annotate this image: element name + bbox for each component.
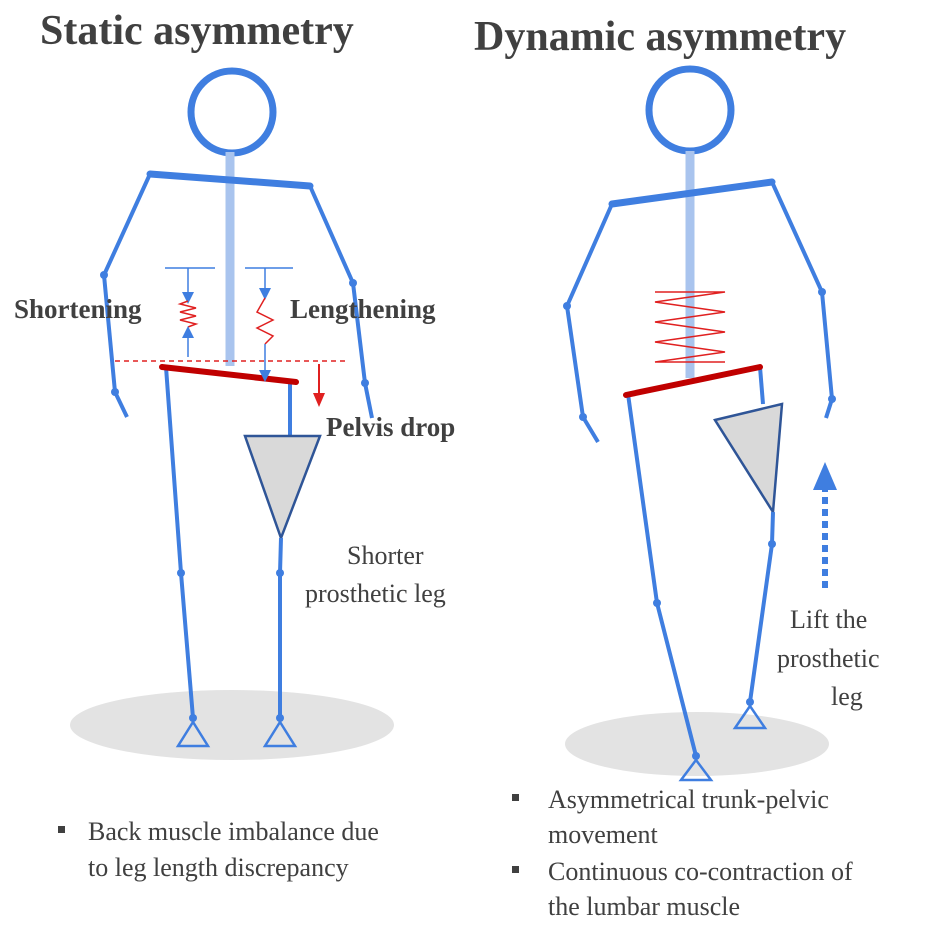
static-bullet-line2: to leg length discrepancy [88,853,349,882]
pelvis-drop-arrow [313,364,325,407]
dynamic-bullet2-line1: Continuous co-contraction of [548,857,853,886]
shorter-leg-label-line1: Shorter [347,541,424,570]
static-left-knee [177,569,185,577]
dynamic-bullet1-line1: Asymmetrical trunk-pelvic [548,785,829,814]
dynamic-right-arm [772,182,832,418]
dynamic-title: Dynamic asymmetry [474,14,846,60]
static-title: Static asymmetry [40,8,354,54]
static-bullet-line1: Back muscle imbalance due [88,817,379,846]
dynamic-left-knee [653,599,661,607]
lengthening-label: Lengthening [290,294,436,324]
static-right-elbow [349,279,357,287]
dynamic-right-thigh [760,367,763,404]
dynamic-right-elbow [818,288,826,296]
dynamic-bullet-marker-2 [512,866,519,873]
static-figure [100,71,372,746]
dynamic-figure [563,69,836,780]
static-left-elbow [100,271,108,279]
dynamic-left-wrist [579,413,587,421]
shortening-spring [180,301,196,327]
lift-label-line3: leg [831,682,863,711]
shorter-leg-label-line2: prosthetic leg [305,579,446,608]
static-right-shank [280,538,281,718]
static-right-wrist [361,379,369,387]
dynamic-right-knee [768,540,776,548]
static-left-leg [166,367,193,718]
static-bullet-marker [58,826,65,833]
dynamic-bullet1-line2: movement [548,820,659,849]
static-head [191,71,273,153]
dynamic-right-shank [750,512,773,702]
dynamic-right-wrist [828,395,836,403]
dynamic-left-leg [628,394,696,756]
static-right-knee [276,569,284,577]
static-left-wrist [111,388,119,396]
lengthening-indicator [245,268,293,376]
lengthening-spring [257,298,273,344]
static-prosthetic-socket [245,436,320,538]
dynamic-bullet2-line2: the lumbar muscle [548,892,740,921]
dynamic-bullet-marker-1 [512,794,519,801]
dynamic-prosthetic-socket [715,404,782,512]
shortening-indicator [165,268,215,357]
shortening-label: Shortening [14,294,142,324]
lift-label-line1: Lift the [790,605,867,634]
lift-label-line2: prosthetic [777,644,880,673]
dynamic-left-elbow [563,302,571,310]
lift-arrow [813,462,837,588]
dynamic-head [649,69,731,151]
static-pelvis [162,367,296,382]
static-floor-shadow [70,690,394,760]
pelvis-drop-label: Pelvis drop [326,412,455,442]
dynamic-left-arm [567,204,612,442]
dynamic-floor-shadow [565,712,829,776]
